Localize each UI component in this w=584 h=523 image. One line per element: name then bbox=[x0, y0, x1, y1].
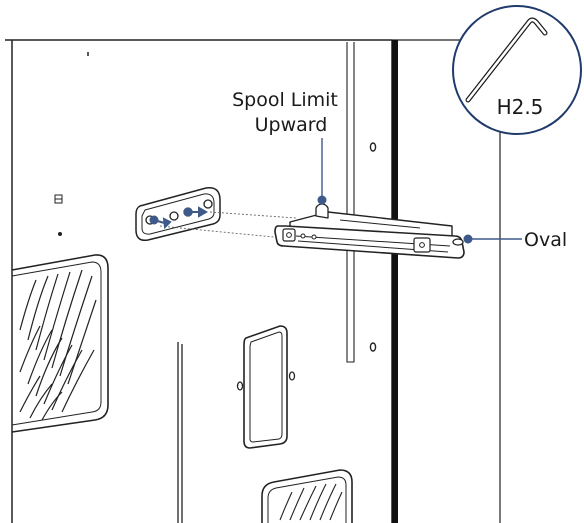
left-vent-grille bbox=[11, 254, 109, 433]
spool-limit-label-line1: Spool Limit bbox=[232, 89, 338, 111]
panel-markings bbox=[54, 52, 89, 236]
tool-size-label: H2.5 bbox=[497, 95, 544, 119]
spool-holder-bracket bbox=[274, 203, 465, 259]
tool-badge: H2.5 bbox=[452, 5, 582, 135]
spool-limit-label-line2: Upward bbox=[255, 114, 328, 136]
panel-slot bbox=[177, 342, 183, 523]
printer-side-panel bbox=[5, 39, 501, 523]
mounting-plate bbox=[135, 187, 221, 242]
oval-leader bbox=[463, 234, 522, 244]
spool-limit-leader bbox=[317, 138, 327, 205]
rib-screw-holes bbox=[369, 142, 377, 352]
screw-position-arrows bbox=[149, 206, 209, 230]
alignment-guides bbox=[159, 211, 297, 239]
bottom-vent-grille bbox=[261, 469, 353, 523]
hex-key-icon bbox=[465, 17, 548, 103]
oval-label: Oval bbox=[524, 229, 567, 251]
frame-corner-post bbox=[392, 40, 398, 523]
center-window bbox=[236, 325, 296, 449]
callout-markers bbox=[149, 138, 522, 244]
